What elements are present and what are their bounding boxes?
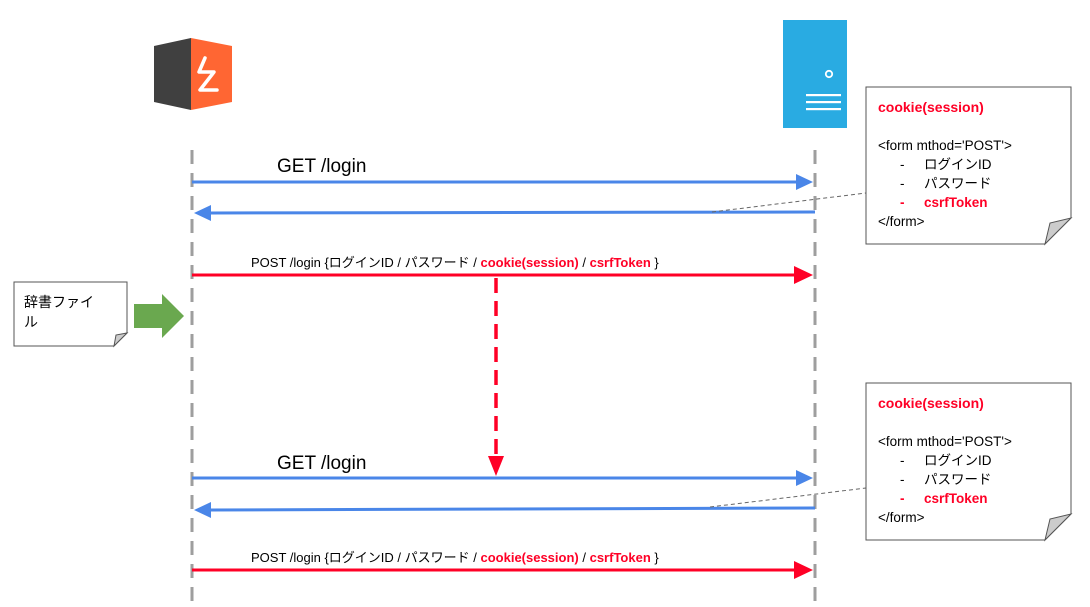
dictionary-input-arrow-icon: [134, 294, 184, 338]
get-login-response-arrow-1: [194, 205, 816, 221]
response-note-shape-2: [865, 382, 1073, 542]
note-item-login-id: -ログインID: [900, 453, 992, 468]
note-form-open: <form mthod='POST'>: [878, 138, 1012, 153]
get-login-request-arrow-1: [192, 174, 813, 190]
note-form-open: <form mthod='POST'>: [878, 434, 1012, 449]
csrf-token-param: csrfToken: [589, 255, 651, 270]
note-item-csrf-token: -csrfToken: [900, 195, 988, 210]
get-login-request-arrow-2: [192, 470, 813, 486]
post-params-text: POST /login {ログインID / パスワード /: [251, 550, 481, 565]
server-tower-icon: [783, 20, 847, 128]
post-closing-brace: }: [650, 550, 659, 565]
post-params-text: POST /login {ログインID / パスワード /: [251, 255, 481, 270]
note-connector-1: [711, 192, 867, 213]
note-cookie-title: cookie(session): [878, 395, 984, 411]
note-item-csrf-token: -csrfToken: [900, 491, 988, 506]
csrf-token-param: csrfToken: [589, 550, 651, 565]
response-note-2: cookie(session) <form mthod='POST'> -ログイ…: [878, 394, 1012, 527]
post-closing-brace: }: [650, 255, 659, 270]
repeat-dashed-arrow: [488, 278, 504, 476]
cookie-session-param: cookie(session): [480, 550, 579, 565]
post-separator-text: /: [578, 255, 590, 270]
get-login-label-1: GET /login: [277, 156, 367, 177]
dictionary-file-line-1: 辞書ファイ: [24, 294, 94, 310]
post-login-label-1: POST /login {ログインID / パスワード / cookie(ses…: [251, 252, 659, 271]
post-login-arrow-2: [192, 561, 813, 579]
dictionary-note-shape: [13, 281, 129, 348]
note-item-password: -パスワード: [900, 176, 992, 191]
dictionary-file-note: 辞書ファイル: [24, 292, 94, 332]
note-cookie-title: cookie(session): [878, 99, 984, 115]
response-note-1: cookie(session) <form mthod='POST'> -ログイ…: [878, 98, 1012, 231]
note-item-login-id: -ログインID: [900, 157, 992, 172]
get-login-label-2: GET /login: [277, 453, 367, 474]
get-login-response-arrow-2: [194, 502, 816, 518]
post-separator-text: /: [578, 550, 590, 565]
note-item-password: -パスワード: [900, 472, 992, 487]
burp-suite-logo-icon: [154, 38, 232, 110]
cookie-session-param: cookie(session): [480, 255, 579, 270]
note-form-close: </form>: [878, 510, 925, 525]
post-login-arrow-1: [192, 266, 813, 284]
note-connector-2: [709, 487, 867, 508]
post-login-label-2: POST /login {ログインID / パスワード / cookie(ses…: [251, 547, 659, 566]
note-form-close: </form>: [878, 214, 925, 229]
dictionary-file-line-2: ル: [24, 314, 38, 330]
response-note-shape-1: [865, 86, 1073, 246]
